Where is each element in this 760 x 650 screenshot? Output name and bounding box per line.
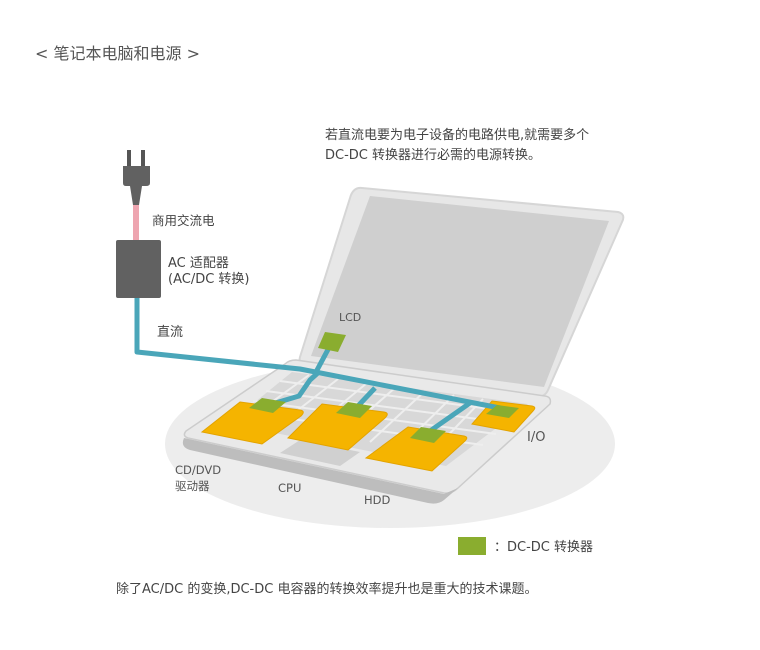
dc-dc-converter-cpu: [336, 402, 372, 418]
page-title: < 笔记本电脑和电源 >: [35, 44, 200, 63]
cd-dvd-label: CD/DVD 驱动器: [175, 462, 221, 494]
dc-dc-converter-io: [486, 405, 519, 418]
ac-cable: [133, 205, 139, 241]
footer-note: 除了AC/DC 的变换,DC-DC 电容器的转换效率提升也是重大的技术课题。: [116, 582, 538, 597]
legend: ：DC-DC 转换器: [458, 536, 593, 555]
hdd-label: HDD: [364, 493, 391, 507]
description-line-1: 若直流电要为电子设备的电路供电,就需要多个: [325, 128, 590, 143]
hdd-board: [364, 426, 468, 472]
legend-text: ：DC-DC 转换器: [494, 540, 593, 555]
laptop-screen: [311, 196, 609, 387]
power-plug-icon: [123, 150, 150, 205]
dc-cable: [134, 298, 501, 434]
legend-swatch: [458, 536, 486, 555]
adapter-label-line-2: (AC/DC 转换): [168, 272, 250, 287]
laptop-base-edge: [182, 438, 458, 504]
touchpad: [280, 440, 360, 466]
cpu-label: CPU: [278, 481, 302, 495]
dc-dc-converter-lcd: [318, 332, 346, 352]
cd-dvd-drive-board: [200, 401, 304, 445]
cd-dvd-label-line-2: 驱动器: [175, 479, 210, 493]
dc-label: 直流: [157, 325, 184, 340]
dc-dc-converter-hdd: [410, 427, 446, 443]
ac-power-label: 商用交流电: [152, 213, 215, 228]
dc-dc-converter-cd: [249, 398, 286, 413]
adapter-label: AC 适配器 (AC/DC 转换): [168, 256, 250, 288]
io-label: I/O: [527, 430, 546, 445]
adapter-label-line-1: AC 适配器: [168, 256, 229, 271]
cd-dvd-label-line-1: CD/DVD: [175, 463, 222, 477]
description-line-2: DC-DC 转换器进行必需的电源转换。: [325, 148, 541, 163]
description: 若直流电要为电子设备的电路供电,就需要多个 DC-DC 转换器进行必需的电源转换…: [325, 126, 589, 166]
ac-adapter: [116, 240, 161, 298]
lcd-label: LCD: [339, 311, 362, 324]
